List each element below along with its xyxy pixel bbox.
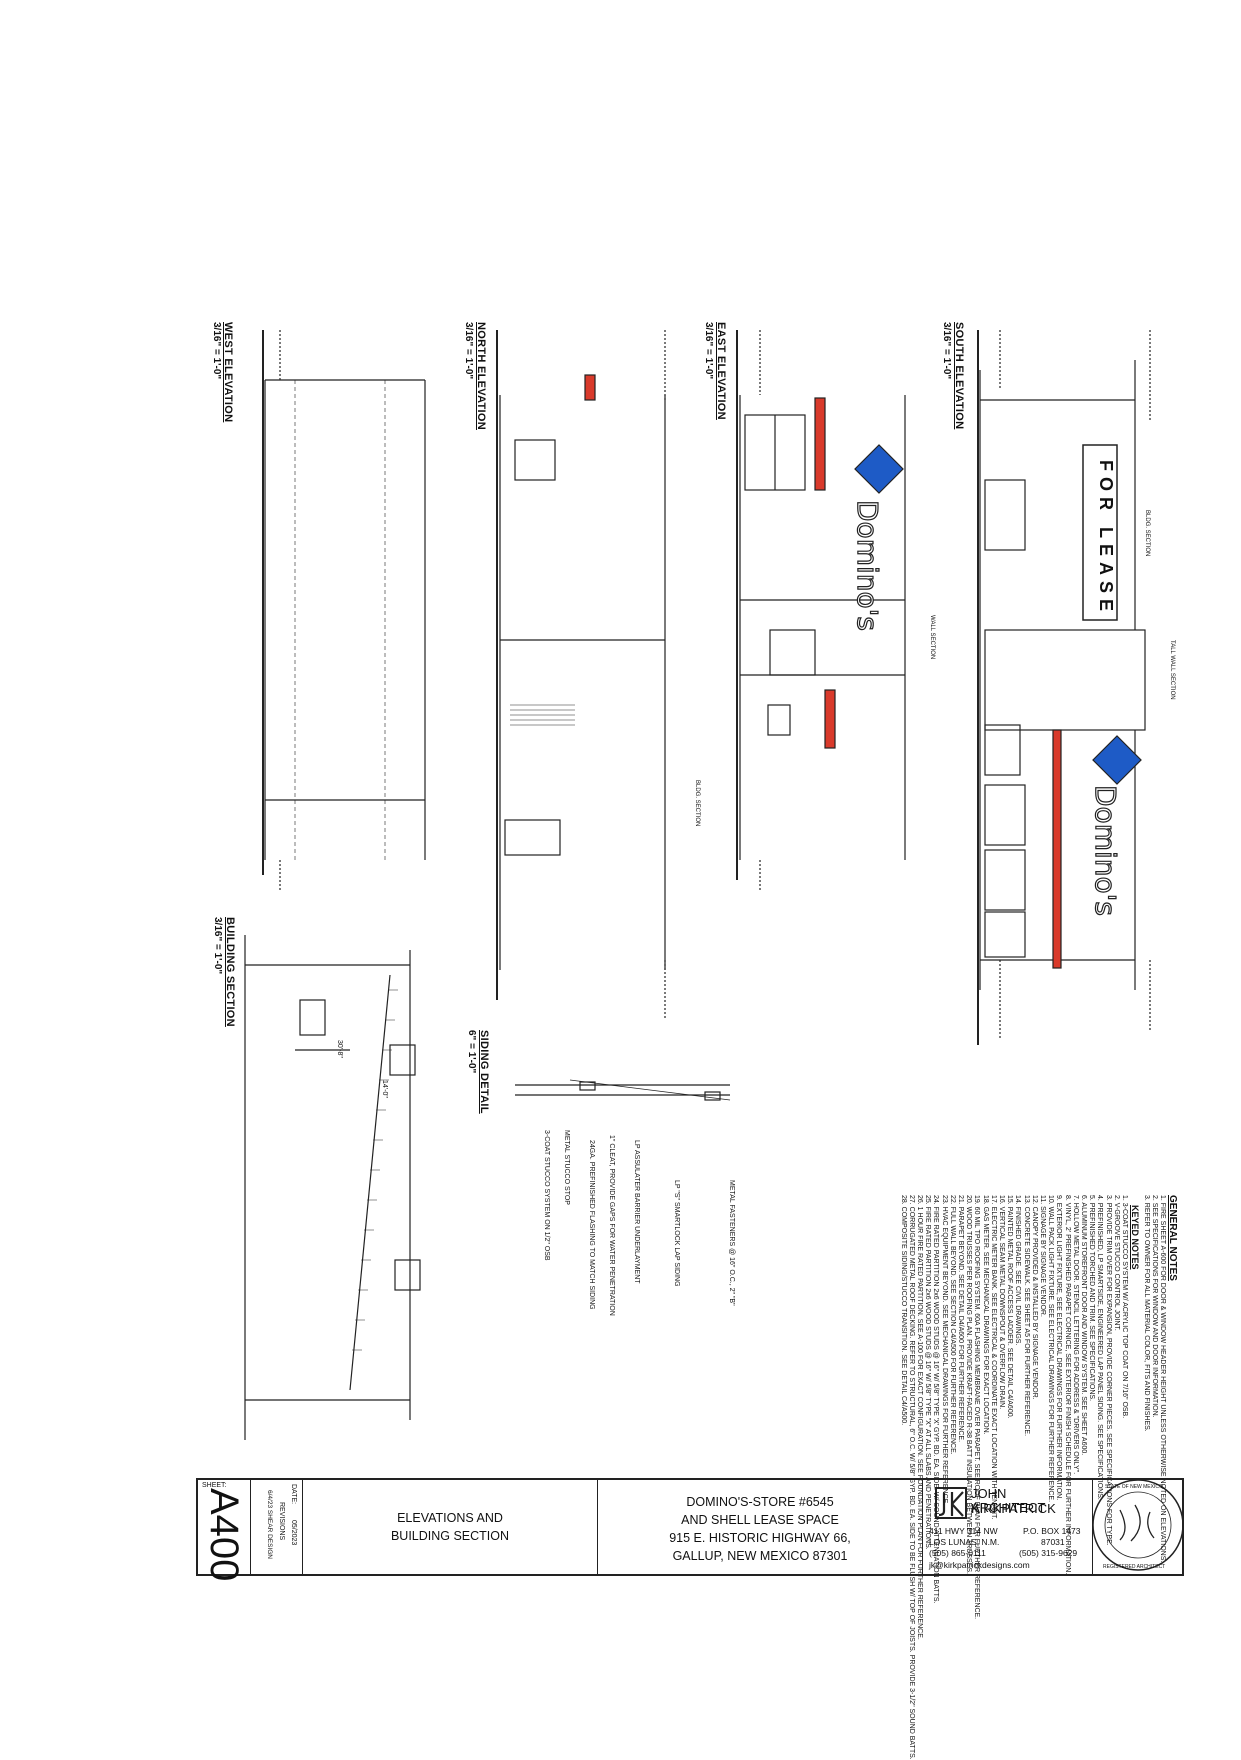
project-cell: DOMINO'S-STORE #6545 AND SHELL LEASE SPA… bbox=[598, 1480, 923, 1574]
keyed-note-10: 10. WALL PACK LIGHT FIXTURE. SEE ELECTRI… bbox=[1047, 1195, 1055, 1503]
north-elevation bbox=[499, 330, 666, 1020]
siding-note-5: 24GA. PREFINISHED FLASHING TO MATCH SIDI… bbox=[588, 1140, 595, 1310]
project-line-2: AND SHELL LEASE SPACE bbox=[681, 1513, 839, 1527]
architect-po-box: P.O. BOX 1473 bbox=[1023, 1526, 1081, 1536]
dominos-sign-east: Domino's bbox=[850, 499, 884, 631]
architect-address-1: 411 HWY 314 NW bbox=[929, 1526, 998, 1536]
siding-note-1: METAL FASTENERS @ 16" O.C., 2" "B" bbox=[728, 1180, 735, 1306]
east-elevation-scale: 3/16" = 1'-0" bbox=[703, 322, 714, 380]
keyed-note-5: 5. PREFINISHED TORCHED AND TRIM. SEE SPE… bbox=[1088, 1195, 1096, 1402]
wall-section-callout: WALL SECTION bbox=[929, 615, 935, 660]
building-section-title: BUILDING SECTION bbox=[224, 917, 236, 1027]
sheet-number: A400 bbox=[202, 1488, 246, 1582]
drawing-sheet: WEST ELEVATION 3/16" = 1'-0" NORTH ELEVA… bbox=[196, 322, 1186, 1760]
project-line-1: DOMINO'S-STORE #6545 bbox=[686, 1495, 834, 1509]
revisions-label: REVISIONS bbox=[278, 1502, 285, 1541]
south-elevation bbox=[979, 330, 1151, 1040]
west-elevation bbox=[264, 330, 426, 890]
west-elevation-scale: 3/16" = 1'-0" bbox=[211, 322, 222, 380]
date-label: DATE: bbox=[290, 1484, 297, 1505]
south-elevation-title: SOUTH ELEVATION bbox=[953, 322, 965, 430]
siding-detail-scale: 6" = 1'-0" bbox=[466, 1030, 477, 1074]
architect-role: ARCHITECT bbox=[971, 1500, 1046, 1515]
architect-name: JOHN KIRKPATRICK bbox=[971, 1486, 1056, 1516]
keyed-note-16: 16. VERTICAL SEAM METAL DOWNSPOUT & OVER… bbox=[998, 1195, 1005, 1410]
keyed-note-6: 6. ALUMINUM STOREFRONT DOOR AND WINDOW S… bbox=[1080, 1195, 1087, 1456]
siding-detail bbox=[515, 1079, 731, 1101]
sheet-title-line1: ELEVATIONS AND bbox=[397, 1511, 503, 1525]
revision-1: 6/4/23 SHEAR DESIGN bbox=[266, 1490, 273, 1559]
general-note-3: 3. REFER TO OWNER FOR ALL MATERIAL COLOR… bbox=[1143, 1195, 1150, 1432]
seal-text: REGISTERED ARCHITECT bbox=[1103, 1564, 1166, 1570]
sheet-label: SHEET: bbox=[202, 1482, 227, 1489]
keyed-notes-title: KEYED NOTES bbox=[1130, 1205, 1140, 1270]
architect-zip: 87031 bbox=[1041, 1537, 1065, 1547]
architect-phone-2: (505) 315-9629 bbox=[1019, 1548, 1078, 1558]
keyed-note-12: 12. CANOPY PROVIDED & INSTALLED BY SIGNA… bbox=[1030, 1195, 1038, 1400]
seal-cell: REGISTERED ARCHITECT STATE OF NEW MEXICO bbox=[1093, 1480, 1186, 1574]
bldg-section-callout-south: BLDG. SECTION bbox=[1144, 510, 1150, 557]
building-section bbox=[244, 935, 421, 1440]
title-block: SHEET: A400 DATE: 05/2023 REVISIONS 6/4/… bbox=[196, 1478, 1186, 1581]
keyed-note-23: 23. HVAC EQUIPMENT BEYOND. SEE MECHANICA… bbox=[940, 1195, 948, 1506]
keyed-note-18: 18. GAS METER. SEE MECHANICAL DRAWINGS F… bbox=[981, 1195, 989, 1435]
date-value: 05/2023 bbox=[290, 1520, 297, 1546]
keyed-note-7: 7. HOLLOW METAL DOOR. STENCIL LETTERING … bbox=[1071, 1195, 1079, 1475]
siding-note-2: LP "S" SMARTLOCK LAP SIDING bbox=[673, 1180, 680, 1287]
architect-phone-1: (505) 865-0111 bbox=[929, 1548, 986, 1558]
sheet-number-cell: SHEET: A400 bbox=[198, 1480, 251, 1581]
siding-detail-title: SIDING DETAIL bbox=[478, 1030, 490, 1114]
keyed-note-21: 21. PARAPET BEYOND. SEE DETAIL D4/A600 F… bbox=[957, 1195, 964, 1443]
architect-web: jk@kirkpatrickdesigns.com bbox=[929, 1560, 1030, 1570]
section-span-dimension: 30'-8" bbox=[336, 1040, 343, 1058]
east-elevation bbox=[739, 330, 906, 890]
revisions-cell: DATE: 05/2023 REVISIONS 6/4/23 SHEAR DES… bbox=[251, 1480, 303, 1574]
keyed-note-17: 17. ELECTRIC METER BANK. SEE ELECTRICAL … bbox=[989, 1195, 997, 1520]
keyed-note-9: 9. EXTERIOR LIGHT FIXTURE, SEE ELECTRICA… bbox=[1055, 1195, 1063, 1501]
sheet-title-line2: BUILDING SECTION bbox=[390, 1529, 510, 1543]
siding-note-3: LP ASSULATER BARRIER UNDERLAYMENT bbox=[633, 1140, 640, 1284]
keyed-note-28: 28. COMPOSITE SIDING/STUCCO TRANSITION. … bbox=[899, 1195, 907, 1426]
keyed-note-22: 22. FULL WALL BEYOND. SEE SECTION C4/A50… bbox=[948, 1195, 956, 1455]
siding-note-4: 1" CLEAT, PROVIDE GAPS FOR WATER PENETRA… bbox=[608, 1135, 615, 1316]
seal-state: STATE OF NEW MEXICO bbox=[1105, 1484, 1163, 1490]
keyed-note-13: 13. CONCRETE SIDEWALK. SEE SHEET A5 FOR … bbox=[1022, 1195, 1030, 1437]
south-elevation-scale: 3/16" = 1'-0" bbox=[941, 322, 952, 380]
north-elevation-title: NORTH ELEVATION bbox=[475, 322, 487, 430]
project-line-4: GALLUP, NEW MEXICO 87301 bbox=[672, 1549, 848, 1563]
building-section-scale: 3/16" = 1'-0" bbox=[212, 917, 223, 975]
sheet-title-cell: ELEVATIONS AND BUILDING SECTION bbox=[303, 1480, 598, 1574]
keyed-note-4: 4. PREFINISHED, LP SMARTSIDE, ENGINEERED… bbox=[1096, 1195, 1104, 1500]
for-lease-sign: FOR LEASE bbox=[1096, 460, 1116, 618]
section-height-dimension: 14'-0" bbox=[381, 1080, 388, 1098]
keyed-note-15: 15. PAINTED METAL ROOF ACCESS LADDER. SE… bbox=[1006, 1195, 1014, 1419]
keyed-note-1: 1. 3-COAT STUCCO SYSTEM W/ ACRYLIC TOP C… bbox=[1121, 1195, 1128, 1419]
elevation-drawings bbox=[244, 330, 1184, 1571]
general-notes-title: GENERAL NOTES bbox=[1167, 1195, 1178, 1281]
general-note-2: 2. SEE SPECIFICATIONS FOR WINDOW AND DOO… bbox=[1151, 1195, 1158, 1418]
bldg-section-callout-north: BLDG. SECTION bbox=[694, 780, 700, 827]
keyed-note-11: 11. SIGNAGE BY SIGNAGE VENDOR. bbox=[1039, 1195, 1046, 1317]
keyed-note-2: 2. V-GROOVE STUCCO CONTROL JOINT. bbox=[1112, 1195, 1120, 1331]
keyed-note-14: 14. FINISHED GRADE. SEE CIVIL DRAWINGS. bbox=[1014, 1195, 1022, 1346]
siding-note-7: 3-COAT STUCCO SYSTEM ON 1/2" OSB bbox=[543, 1130, 550, 1261]
project-line-3: 915 E. HISTORIC HIGHWAY 66, bbox=[669, 1531, 851, 1545]
north-elevation-scale: 3/16" = 1'-0" bbox=[463, 322, 474, 380]
tall-wall-section-callout: TALL WALL SECTION bbox=[1169, 640, 1175, 700]
architect-cell: JOHN KIRKPATRICK ARCHITECT 411 HWY 314 N… bbox=[923, 1480, 1093, 1574]
siding-note-6: METAL STUCCO STOP bbox=[563, 1130, 570, 1205]
architect-logo-icon bbox=[935, 1487, 967, 1519]
east-elevation-title: EAST ELEVATION bbox=[715, 322, 727, 420]
dominos-sign-south: Domino's bbox=[1088, 784, 1122, 916]
architect-address-2: LOS LUNAS, N.M. bbox=[929, 1537, 1000, 1547]
west-elevation-title: WEST ELEVATION bbox=[222, 322, 234, 423]
